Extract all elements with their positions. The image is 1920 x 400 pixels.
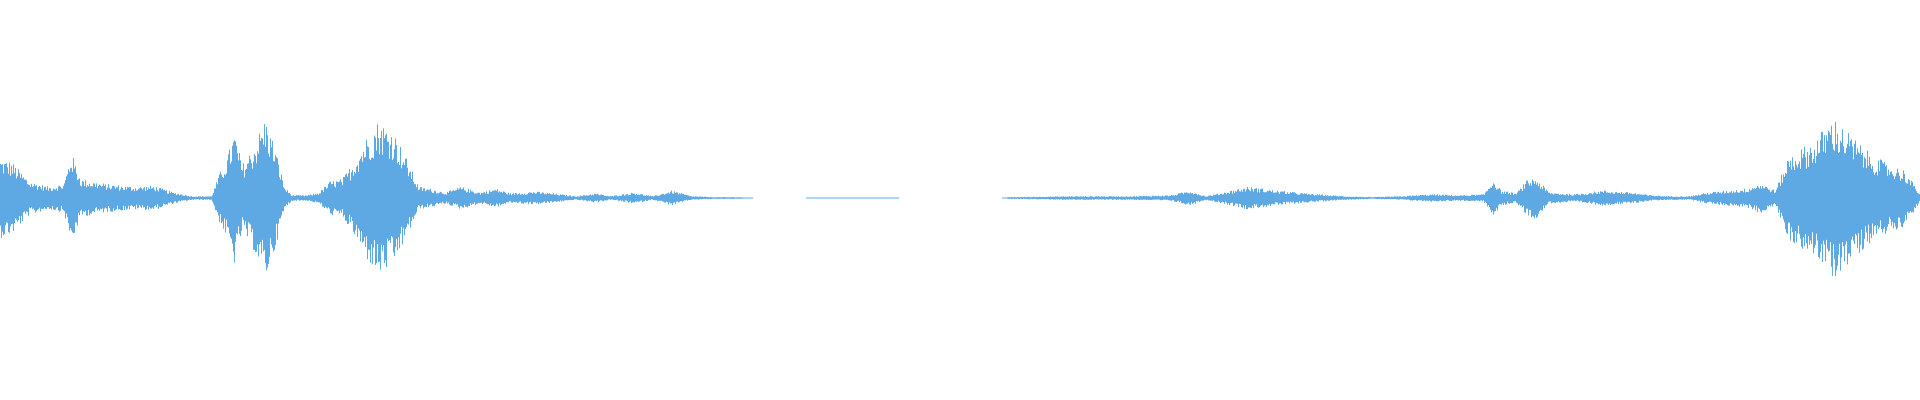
waveform-shape <box>0 122 1920 276</box>
